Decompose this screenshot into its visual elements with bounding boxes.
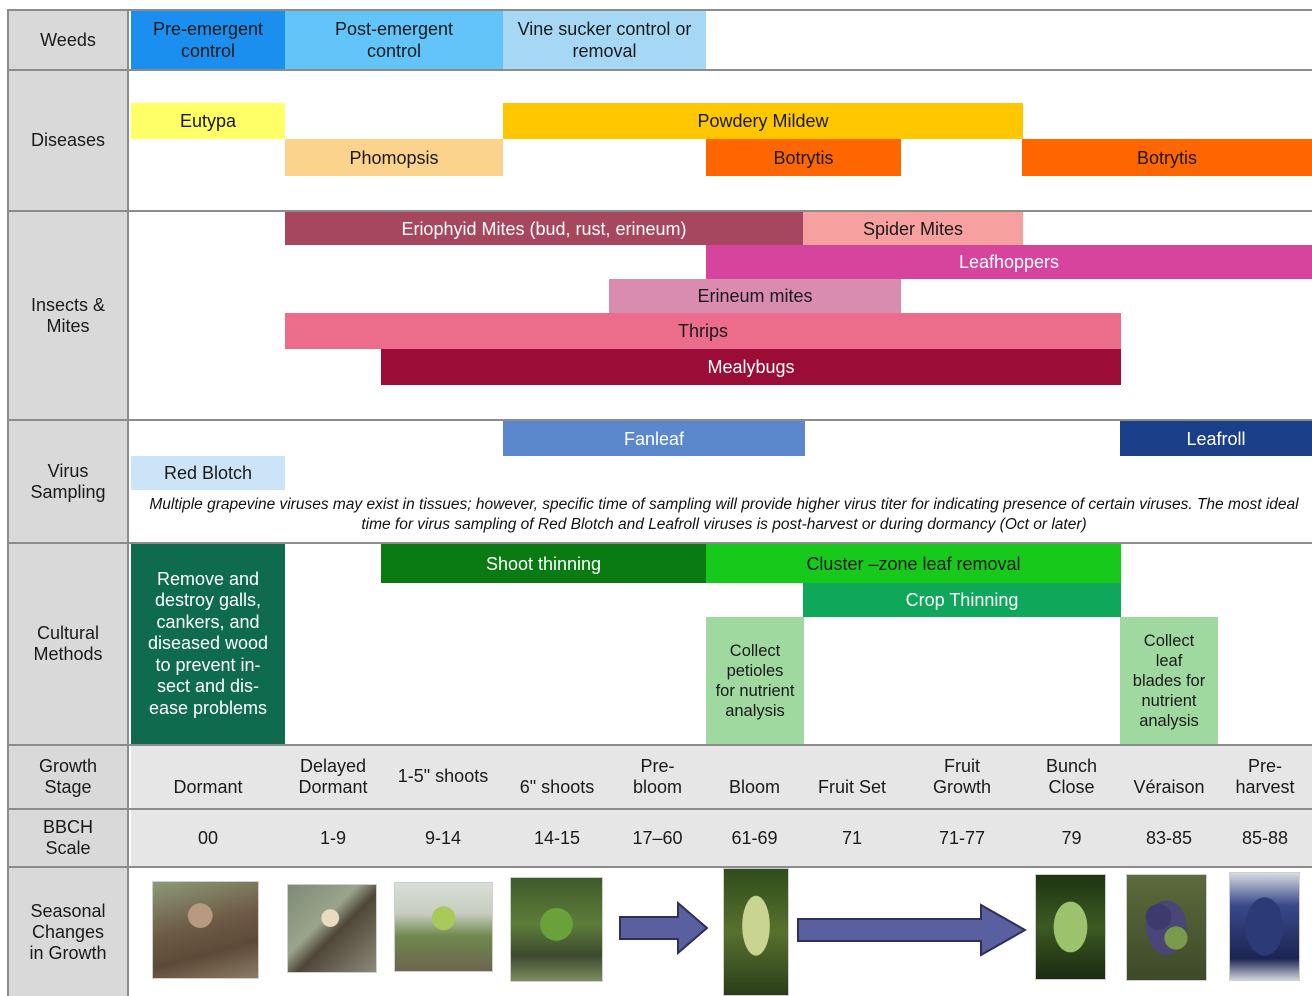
stage-pre-harvest: Pre- harvest bbox=[1235, 756, 1295, 797]
row-divider bbox=[9, 9, 1312, 11]
bbch-pre-harvest: 85-88 bbox=[1241, 827, 1289, 848]
row-divider bbox=[9, 808, 1312, 810]
arrow-icon bbox=[619, 900, 709, 956]
row-header-weeds: Weeds bbox=[9, 11, 129, 69]
dormant-bud-photo bbox=[152, 881, 259, 979]
fanleaf-bar: Fanleaf bbox=[503, 421, 805, 456]
stage-dormant: Dormant bbox=[173, 777, 243, 797]
red-blotch-bar: Red Blotch bbox=[131, 456, 285, 490]
stage-fruit-set: Fruit Set bbox=[817, 777, 887, 797]
bbch-dormant: 00 bbox=[197, 827, 219, 848]
botrytis-bar-early: Botrytis bbox=[706, 139, 901, 176]
row-header-bbch: BBCH Scale bbox=[9, 810, 129, 866]
row-divider bbox=[9, 210, 1312, 212]
row-divider bbox=[9, 69, 1312, 71]
virus-sampling-note: Multiple grapevine viruses may exist in … bbox=[149, 496, 1299, 533]
bbch-band bbox=[131, 810, 1312, 866]
stage-bunch-close: Bunch Close bbox=[1045, 756, 1098, 797]
collect-petioles-bar: Collect petioles for nutrient analysis bbox=[706, 617, 804, 744]
growth-stage-band bbox=[131, 746, 1312, 808]
row-divider bbox=[9, 419, 1312, 421]
thrips-bar: Thrips bbox=[285, 313, 1121, 349]
bbch-fruit-set: 71 bbox=[841, 827, 863, 848]
remove-galls-bar: Remove and destroy galls, cankers, and d… bbox=[131, 544, 285, 744]
pre-emergent-control-bar: Pre-emergent control bbox=[131, 11, 285, 69]
post-emergent-control-bar: Post-emergent control bbox=[285, 11, 503, 69]
row-divider bbox=[9, 542, 1312, 544]
bbch-1-5-shoots: 9-14 bbox=[424, 827, 462, 848]
row-header-cultural: Cultural Methods bbox=[9, 544, 129, 744]
pre-harvest-photo bbox=[1229, 872, 1300, 981]
stage-fruit-growth: Fruit Growth bbox=[932, 756, 992, 797]
mealybugs-bar: Mealybugs bbox=[381, 349, 1121, 385]
bbch-bunch-close: 79 bbox=[1061, 827, 1082, 848]
collect-leaf-blades-bar: Collect leaf blades for nutrient analysi… bbox=[1120, 617, 1218, 744]
spider-mites-bar: Spider Mites bbox=[803, 212, 1023, 245]
leafhoppers-bar: Leafhoppers bbox=[706, 245, 1312, 279]
eutypa-bar: Eutypa bbox=[131, 103, 285, 139]
row-header-diseases: Diseases bbox=[9, 71, 129, 210]
bbch-pre-bloom: 17–60 bbox=[632, 827, 683, 848]
stage-delayed-dormant: Delayed Dormant bbox=[298, 756, 368, 797]
row-divider bbox=[9, 866, 1312, 868]
delayed-dormant-photo bbox=[287, 884, 377, 973]
shoot-thinning-bar: Shoot thinning bbox=[381, 544, 706, 583]
bbch-delayed-dormant: 1-9 bbox=[319, 827, 346, 848]
shoots-6-photo bbox=[510, 877, 603, 982]
arrow-icon bbox=[797, 903, 1028, 957]
bunch-close-photo bbox=[1035, 874, 1106, 980]
bbch-6-shoots: 14-15 bbox=[533, 827, 581, 848]
shoots-1-5-photo bbox=[394, 882, 493, 972]
row-header-seasonal: Seasonal Changes in Growth bbox=[9, 868, 129, 996]
crop-thinning-bar: Crop Thinning bbox=[803, 583, 1121, 617]
stage-veraison: Véraison bbox=[1133, 777, 1205, 797]
phomopsis-bar: Phomopsis bbox=[285, 139, 503, 176]
bloom-photo bbox=[723, 868, 789, 996]
veraison-photo bbox=[1126, 874, 1207, 981]
bbch-veraison: 83-85 bbox=[1145, 827, 1193, 848]
row-header-insects: Insects & Mites bbox=[9, 212, 129, 419]
erineum-mites-bar: Erineum mites bbox=[609, 279, 901, 313]
stage-pre-bloom: Pre- bloom bbox=[632, 756, 683, 797]
left-border bbox=[7, 9, 9, 996]
row-header-growth-stage: Growth Stage bbox=[9, 746, 129, 808]
vine-sucker-control-bar: Vine sucker control or removal bbox=[503, 11, 706, 69]
leafroll-bar: Leafroll bbox=[1120, 421, 1312, 456]
bbch-fruit-growth: 71-77 bbox=[938, 827, 986, 848]
stage-bloom: Bloom bbox=[728, 777, 781, 797]
eriophyid-mites-bar: Eriophyid Mites (bud, rust, erineum) bbox=[285, 212, 803, 245]
cluster-zone-leaf-removal-bar: Cluster –zone leaf removal bbox=[706, 544, 1121, 583]
powdery-mildew-bar: Powdery Mildew bbox=[503, 103, 1023, 139]
stage-6-shoots: 6" shoots bbox=[519, 777, 595, 797]
stage-1-5-shoots: 1-5" shoots bbox=[397, 765, 489, 786]
botrytis-bar-late: Botrytis bbox=[1022, 139, 1312, 176]
bbch-bloom: 61-69 bbox=[731, 827, 778, 848]
row-divider bbox=[9, 744, 1312, 746]
row-header-virus: Virus Sampling bbox=[9, 421, 129, 542]
